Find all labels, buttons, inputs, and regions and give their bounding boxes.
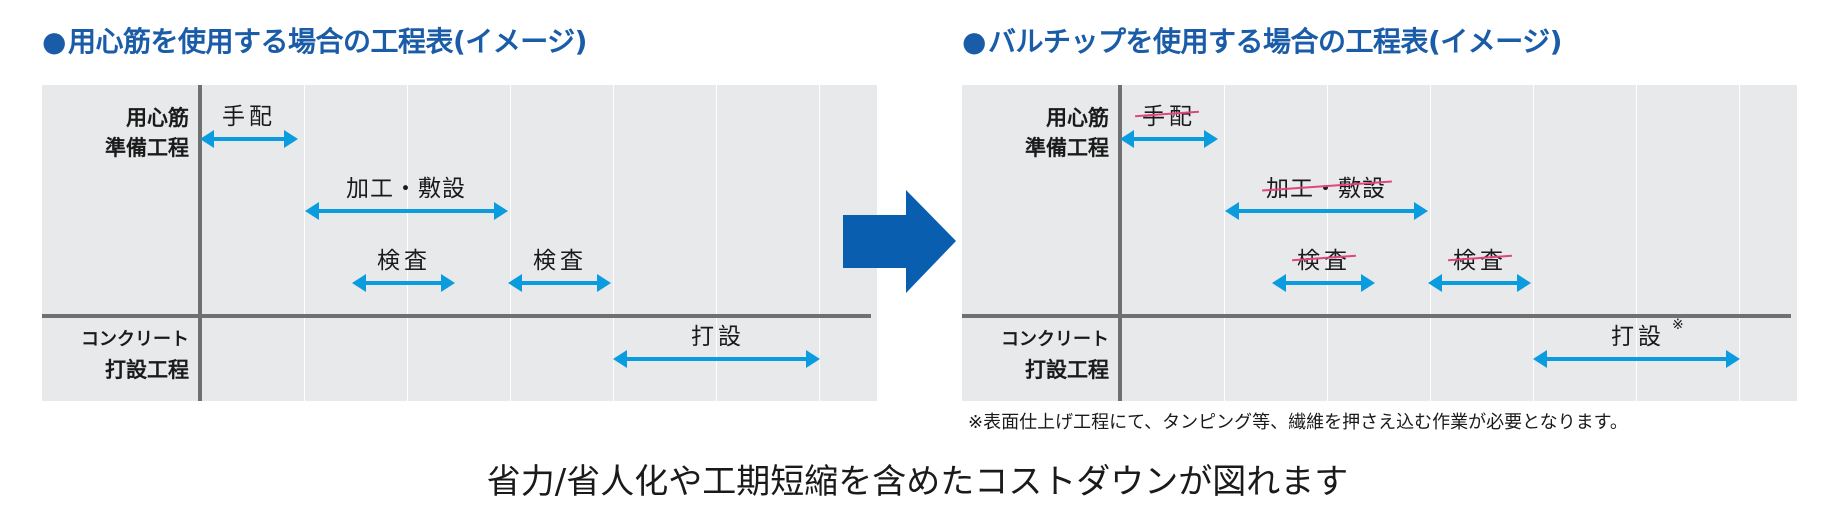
arrow-head-right bbox=[284, 130, 298, 148]
row-label-pour: コンクリート 打設工程 bbox=[81, 329, 189, 382]
left-panel-title: ●用心筋を使用する場合の工程表(イメージ) bbox=[42, 25, 587, 58]
double-arrow-icon bbox=[1272, 274, 1375, 292]
double-arrow-icon bbox=[1533, 350, 1740, 368]
arrow-inspection-2 bbox=[1428, 273, 1531, 293]
grid-line bbox=[1430, 85, 1431, 401]
right-panel-title: ●バルチップを使用する場合の工程表(イメージ) bbox=[962, 25, 1562, 58]
transition-arrow-icon bbox=[843, 190, 956, 293]
arrow-head-right bbox=[441, 274, 455, 292]
grid-line bbox=[304, 85, 305, 401]
double-arrow-icon bbox=[1120, 130, 1218, 148]
arrow-head-left bbox=[1272, 274, 1286, 292]
arrow-shaft bbox=[317, 209, 496, 213]
vertical-axis bbox=[198, 85, 202, 401]
arrow-shaft bbox=[1237, 209, 1416, 213]
grid-line bbox=[1739, 85, 1740, 401]
arrow-head-right bbox=[1517, 274, 1531, 292]
row-label-prep: 用心筋 準備工程 bbox=[105, 106, 189, 160]
grid-line bbox=[1636, 85, 1637, 401]
double-arrow-icon bbox=[1428, 274, 1531, 292]
arrow-inspection-1 bbox=[352, 273, 455, 293]
arrow-head-left bbox=[1533, 350, 1547, 368]
label-arrangement: 手配 bbox=[222, 104, 276, 130]
grid-line bbox=[407, 85, 408, 401]
arrow-inspection-1 bbox=[1272, 273, 1375, 293]
arrow-shaft bbox=[625, 357, 808, 361]
vertical-axis bbox=[1118, 85, 1122, 401]
arrow-head-left bbox=[1428, 274, 1442, 292]
arrow-head-right bbox=[1726, 350, 1740, 368]
double-arrow-icon bbox=[305, 202, 508, 220]
grid-line bbox=[613, 85, 614, 401]
row-label-pour: コンクリート 打設工程 bbox=[1001, 329, 1109, 382]
grid-line bbox=[1327, 85, 1328, 401]
arrow-head-left bbox=[1120, 130, 1134, 148]
double-arrow-icon bbox=[1225, 202, 1428, 220]
bullet-icon: ● bbox=[42, 25, 66, 58]
label-arrangement-struck: 手配 bbox=[1142, 104, 1196, 130]
arrow-head-left bbox=[352, 274, 366, 292]
row-divider bbox=[962, 314, 1791, 318]
label-processing: 加工・敷設 bbox=[346, 176, 466, 202]
arrow-head-right bbox=[597, 274, 611, 292]
arrow-arrangement bbox=[200, 129, 298, 149]
arrow-head-right bbox=[494, 202, 508, 220]
label-pouring: 打設 bbox=[691, 324, 745, 350]
right-schedule-chart: 用心筋 準備工程 コンクリート 打設工程 手配 加工・敷設 検査 検査 打設 ※ bbox=[962, 85, 1797, 401]
double-arrow-icon bbox=[508, 274, 611, 292]
note-mark: ※ bbox=[1672, 317, 1684, 333]
arrow-processing bbox=[1225, 201, 1428, 221]
double-arrow-icon bbox=[613, 350, 820, 368]
arrow-head-right bbox=[1361, 274, 1375, 292]
label-pouring: 打設 bbox=[1611, 324, 1665, 350]
row-divider bbox=[42, 314, 871, 318]
arrow-shaft bbox=[1545, 357, 1728, 361]
arrow-pouring bbox=[613, 349, 820, 369]
arrow-shaft bbox=[1132, 137, 1206, 141]
row-label-prep: 用心筋 準備工程 bbox=[1025, 106, 1109, 160]
footnote: ※表面仕上げ工程にて、タンピング等、繊維を押さえ込む作業が必要となります。 bbox=[968, 412, 1628, 433]
arrow-shaft bbox=[212, 137, 286, 141]
double-arrow-icon bbox=[200, 130, 298, 148]
arrow-inspection-2 bbox=[508, 273, 611, 293]
arrow-shaft bbox=[1440, 281, 1519, 285]
summary-text: 省力/省人化や工期短縮を含めたコストダウンが図れます bbox=[486, 462, 1349, 502]
arrow-head-left bbox=[305, 202, 319, 220]
arrow-head-left bbox=[200, 130, 214, 148]
arrow-pouring bbox=[1533, 349, 1740, 369]
arrow-head-left bbox=[1225, 202, 1239, 220]
arrow-shaft bbox=[520, 281, 599, 285]
left-schedule-chart: 用心筋 準備工程 コンクリート 打設工程 手配 加工・敷設 検査 検査 打設 bbox=[42, 85, 877, 401]
label-inspection-1-struck: 検査 bbox=[1297, 248, 1351, 274]
arrow-head-left bbox=[508, 274, 522, 292]
grid-line bbox=[716, 85, 717, 401]
grid-line bbox=[819, 85, 820, 401]
arrow-processing bbox=[305, 201, 508, 221]
grid-line bbox=[1224, 85, 1225, 401]
grid-line bbox=[510, 85, 511, 401]
grid-line bbox=[1533, 85, 1534, 401]
label-inspection-2: 検査 bbox=[533, 248, 587, 274]
arrow-head-right bbox=[1414, 202, 1428, 220]
arrow-shaft bbox=[1284, 281, 1363, 285]
arrow-head-left bbox=[613, 350, 627, 368]
double-arrow-icon bbox=[352, 274, 455, 292]
arrow-head-right bbox=[806, 350, 820, 368]
label-inspection-1: 検査 bbox=[377, 248, 431, 274]
bullet-icon: ● bbox=[962, 25, 986, 58]
arrow-arrangement bbox=[1120, 129, 1218, 149]
arrow-shaft bbox=[364, 281, 443, 285]
label-inspection-2-struck: 検査 bbox=[1453, 248, 1507, 274]
arrow-head-right bbox=[1204, 130, 1218, 148]
